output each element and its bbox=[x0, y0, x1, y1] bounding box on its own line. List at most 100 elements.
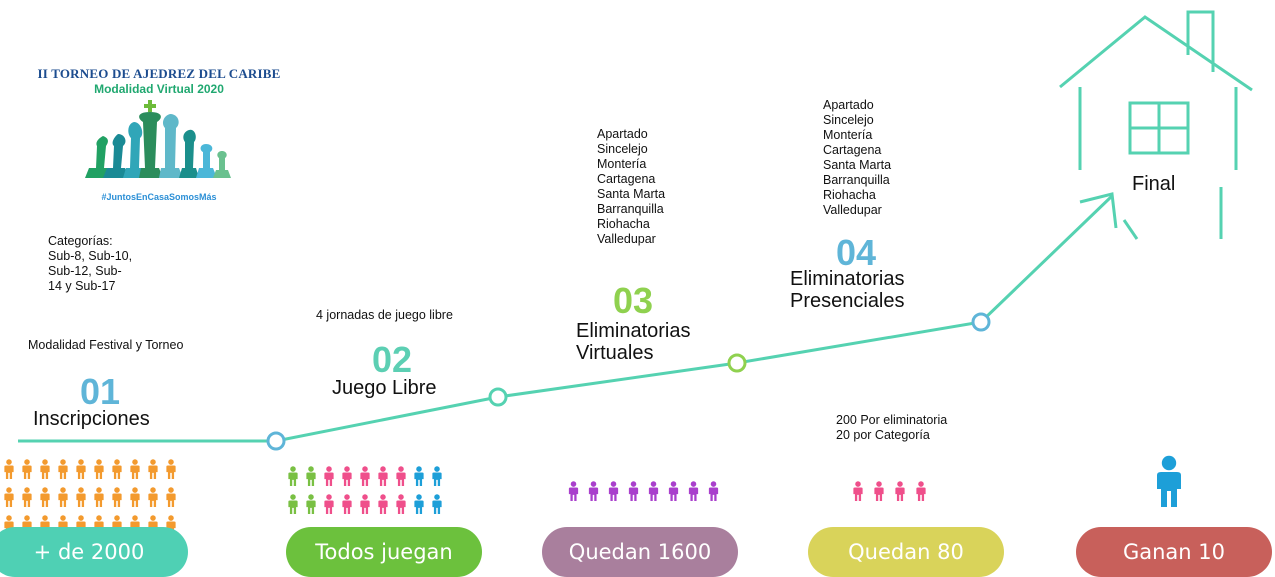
city-item: Sincelejo bbox=[823, 113, 874, 127]
person-icon bbox=[163, 487, 179, 512]
person-icon bbox=[145, 459, 161, 484]
stage-1-title: Inscripciones bbox=[33, 408, 150, 430]
person-icon bbox=[911, 481, 931, 506]
city-item: Apartado bbox=[597, 127, 648, 141]
people-group-4 bbox=[848, 481, 931, 506]
city-item: Cartagena bbox=[823, 143, 882, 157]
person-icon bbox=[890, 481, 910, 506]
person-icon bbox=[91, 459, 107, 484]
stage-3-title-line: Virtuales bbox=[576, 342, 654, 364]
pill-registrations: + de 2000 bbox=[0, 527, 188, 577]
people-group-3 bbox=[564, 481, 723, 506]
person-icon bbox=[55, 487, 71, 512]
timeline-node-4 bbox=[971, 312, 991, 332]
person-icon bbox=[163, 459, 179, 484]
person-icon bbox=[624, 481, 643, 506]
people-group-5 bbox=[1147, 455, 1191, 512]
person-icon bbox=[109, 459, 125, 484]
person-icon bbox=[303, 494, 319, 519]
person-icon bbox=[37, 459, 53, 484]
person-icon bbox=[357, 466, 373, 491]
stage-4-number: 04 bbox=[836, 232, 877, 273]
city-item: Barranquilla bbox=[823, 173, 890, 187]
tournament-logo: II TORNEO DE AJEDREZ DEL CARIBE Modalida… bbox=[6, 58, 312, 210]
person-icon bbox=[1147, 455, 1191, 512]
person-icon bbox=[127, 459, 143, 484]
person-icon bbox=[91, 487, 107, 512]
person-icon bbox=[19, 459, 35, 484]
quota-line: 20 por Categoría bbox=[836, 428, 930, 442]
city-item: Barranquilla bbox=[597, 202, 664, 216]
person-icon bbox=[321, 466, 337, 491]
stage-3-cities: Apartado Sincelejo Montería Cartagena Sa… bbox=[597, 127, 665, 247]
person-icon bbox=[848, 481, 868, 506]
categories-line: Sub-8, Sub-10, bbox=[48, 249, 133, 263]
stage-4-quota: 200 Por eliminatoria 20 por Categoría bbox=[836, 413, 947, 443]
people-group-2 bbox=[285, 466, 445, 519]
person-icon bbox=[411, 466, 427, 491]
person-icon bbox=[375, 494, 391, 519]
timeline-node-1 bbox=[266, 431, 286, 451]
pill-remaining-80: Quedan 80 bbox=[808, 527, 1004, 577]
categories-line: 14 y Sub-17 bbox=[48, 279, 116, 293]
stage-3-title-line: Eliminatorias bbox=[576, 320, 691, 342]
person-icon bbox=[604, 481, 623, 506]
stage-1-modality: Modalidad Festival y Torneo bbox=[28, 338, 184, 352]
city-item: Apartado bbox=[823, 98, 874, 112]
stage-3-number: 03 bbox=[613, 280, 654, 321]
pill-label: Todos juegan bbox=[315, 540, 453, 564]
pill-label: Quedan 1600 bbox=[568, 540, 712, 564]
house-icon bbox=[1059, 10, 1253, 240]
stage-3-title: Eliminatorias Virtuales bbox=[576, 320, 690, 364]
person-icon bbox=[285, 466, 301, 491]
person-icon bbox=[664, 481, 683, 506]
person-icon bbox=[109, 487, 125, 512]
person-icon bbox=[1, 487, 17, 512]
final-title: Final bbox=[1132, 173, 1176, 195]
city-item: Valledupar bbox=[597, 232, 656, 246]
stage-2-number: 02 bbox=[372, 339, 413, 380]
timeline-node-3 bbox=[727, 353, 747, 373]
city-item: Santa Marta bbox=[597, 187, 666, 201]
person-icon bbox=[55, 459, 71, 484]
person-icon bbox=[411, 494, 427, 519]
pill-all-play: Todos juegan bbox=[286, 527, 482, 577]
person-icon bbox=[321, 494, 337, 519]
person-icon bbox=[375, 466, 391, 491]
city-item: Sincelejo bbox=[597, 142, 648, 156]
person-icon bbox=[584, 481, 603, 506]
person-icon bbox=[429, 466, 445, 491]
logo-title: II TORNEO DE AJEDREZ DEL CARIBE bbox=[37, 66, 281, 81]
pill-label: Ganan 10 bbox=[1122, 540, 1226, 564]
stage-4-title-line: Presenciales bbox=[790, 290, 905, 312]
logo-subtitle: Modalidad Virtual 2020 bbox=[94, 82, 224, 96]
person-icon bbox=[339, 494, 355, 519]
stage-4-title: Eliminatorias Presenciales bbox=[790, 268, 905, 312]
person-icon bbox=[339, 466, 355, 491]
person-icon bbox=[1, 459, 17, 484]
logo-hashtag: #JuntosEnCasaSomosMás bbox=[101, 192, 217, 202]
person-icon bbox=[393, 494, 409, 519]
stage-1-categories: Categorías: Sub-8, Sub-10, Sub-12, Sub- … bbox=[48, 234, 132, 294]
person-icon bbox=[303, 466, 319, 491]
person-icon bbox=[145, 487, 161, 512]
city-item: Montería bbox=[597, 157, 647, 171]
person-icon bbox=[73, 459, 89, 484]
city-item: Valledupar bbox=[823, 203, 882, 217]
stage-1-number: 01 bbox=[80, 371, 121, 412]
city-item: Riohacha bbox=[597, 217, 650, 231]
stage-2-title: Juego Libre bbox=[332, 377, 437, 399]
city-item: Riohacha bbox=[823, 188, 876, 202]
person-icon bbox=[19, 487, 35, 512]
person-icon bbox=[684, 481, 703, 506]
pill-winners-10: Ganan 10 bbox=[1076, 527, 1272, 577]
city-item: Santa Marta bbox=[823, 158, 892, 172]
person-icon bbox=[393, 466, 409, 491]
person-icon bbox=[429, 494, 445, 519]
chess-pieces-icon bbox=[85, 100, 231, 178]
pill-label: Quedan 80 bbox=[848, 540, 964, 564]
stage-4-title-line: Eliminatorias bbox=[790, 268, 905, 290]
person-icon bbox=[127, 487, 143, 512]
categories-line: Sub-12, Sub- bbox=[48, 264, 122, 278]
